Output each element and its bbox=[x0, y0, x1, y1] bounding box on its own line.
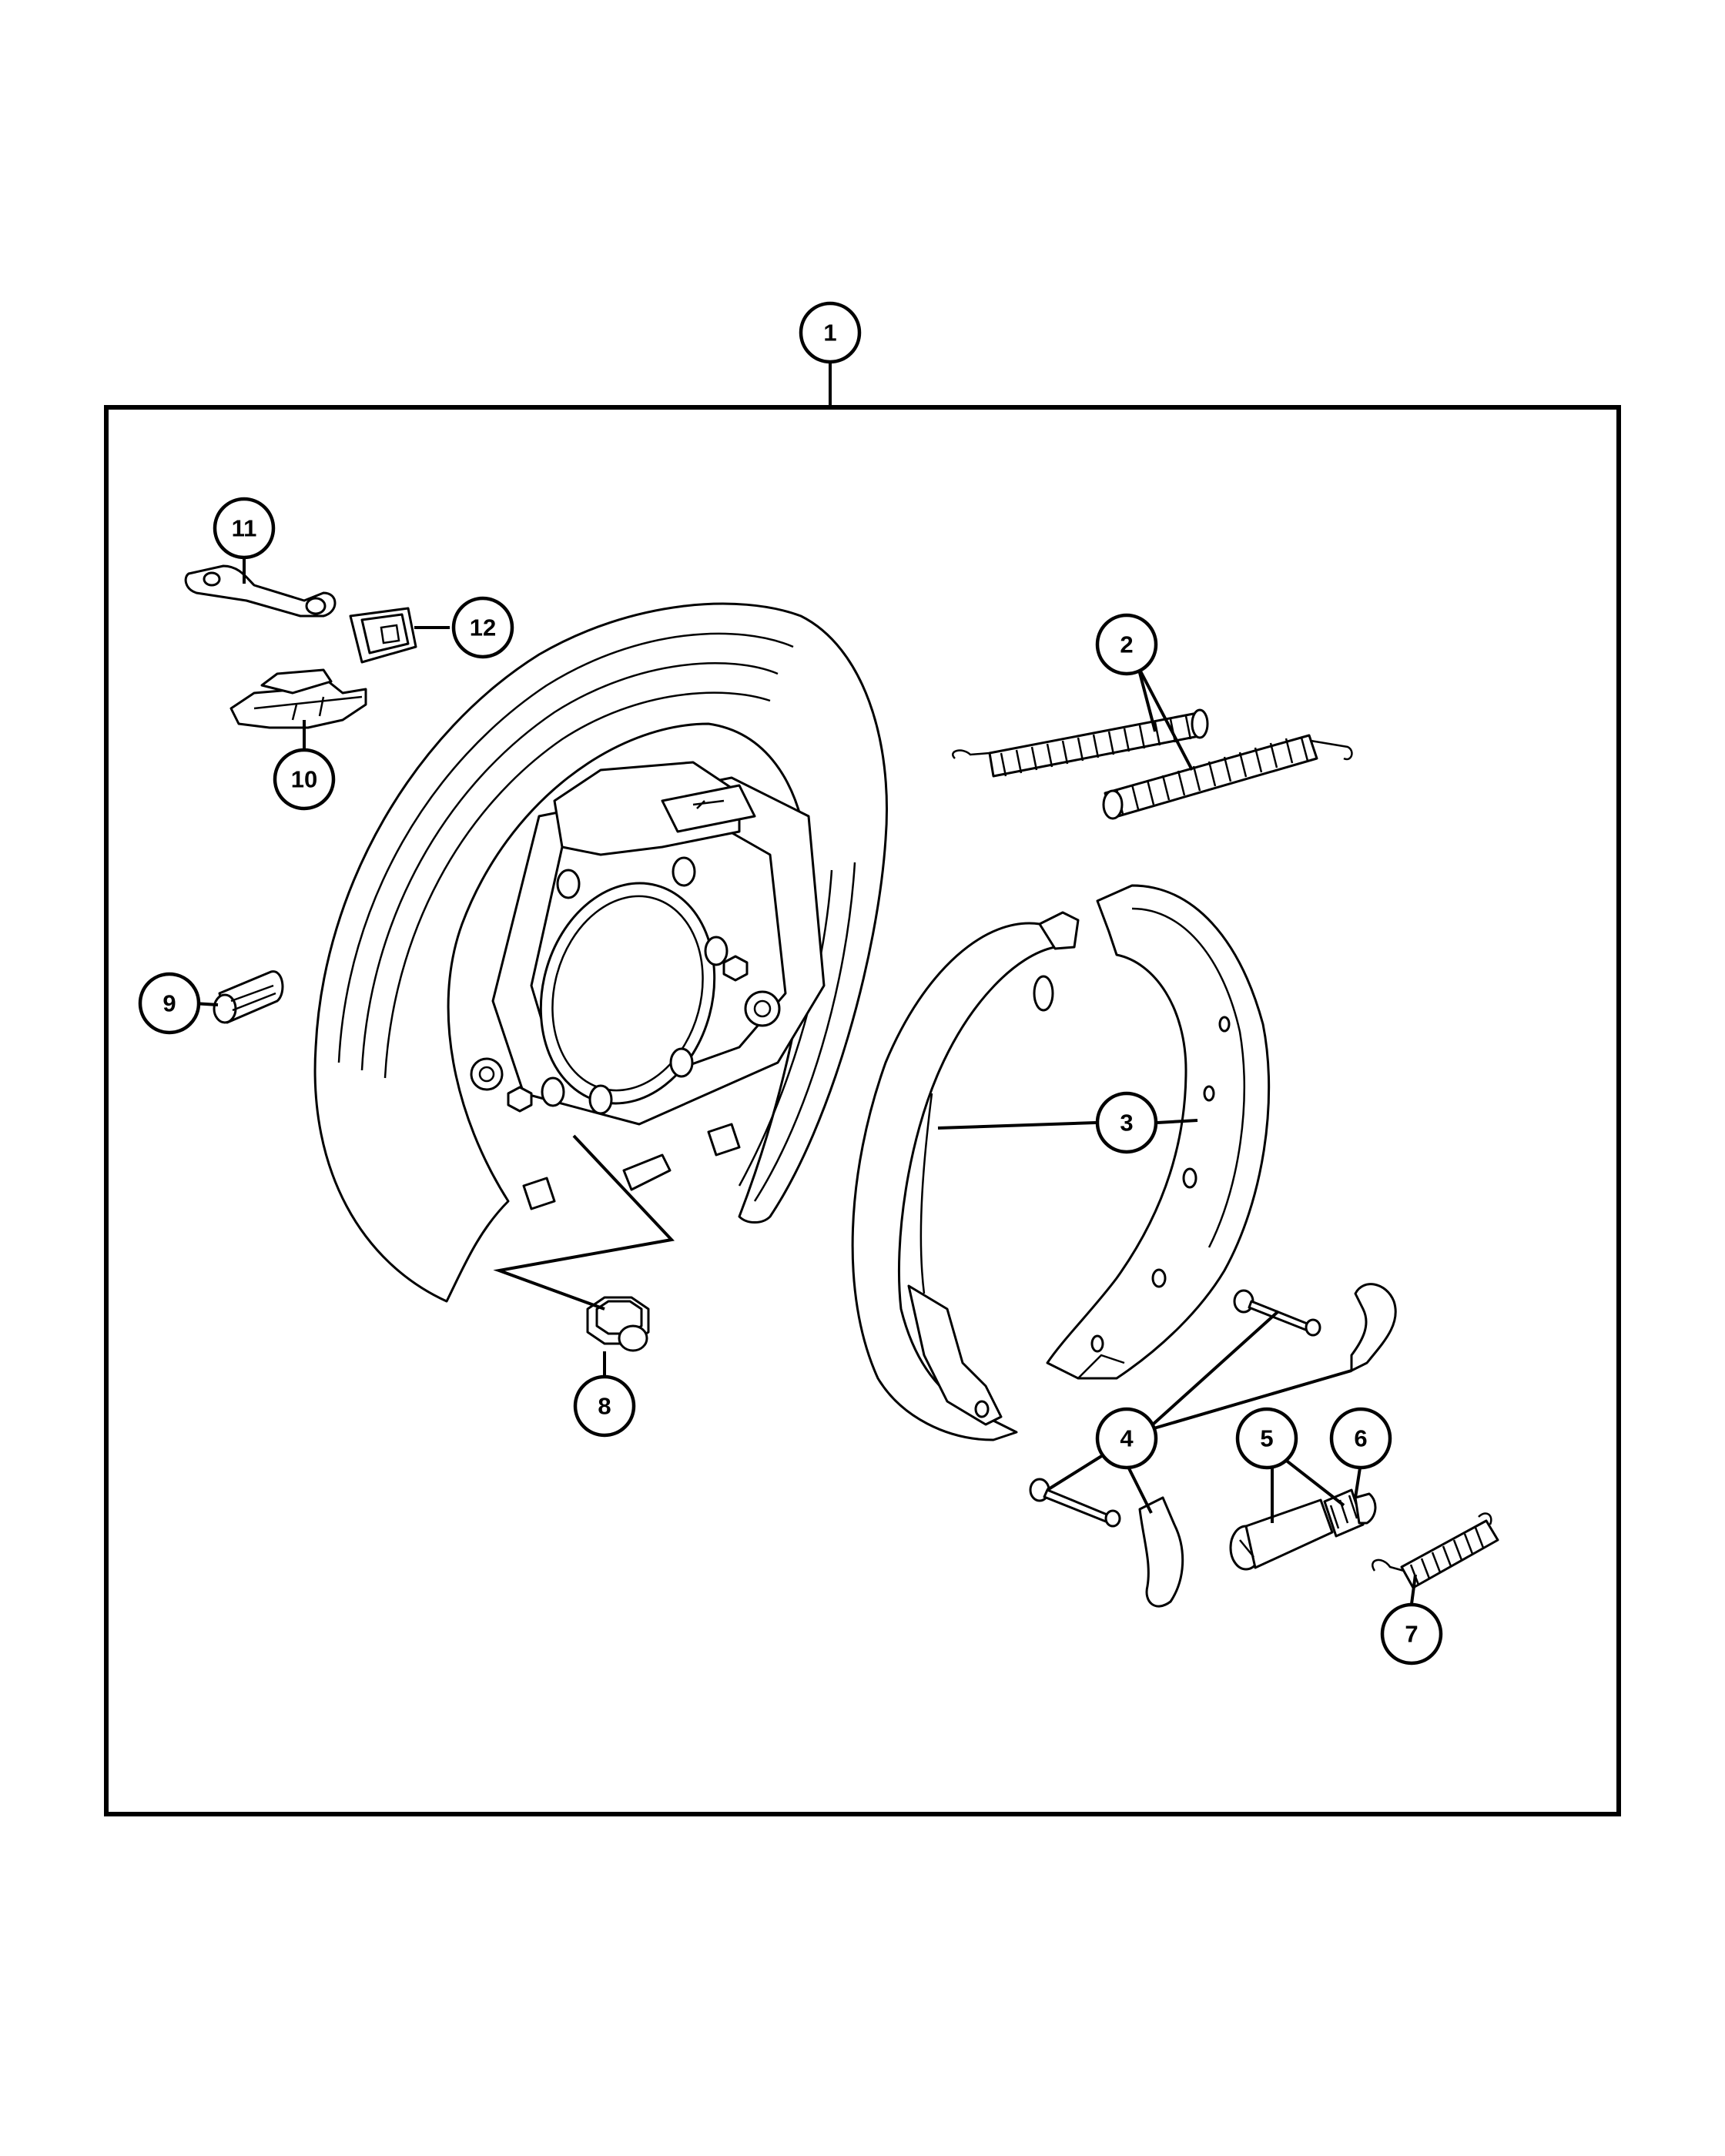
park-brake-strut bbox=[184, 564, 337, 618]
callout-10: 10 bbox=[273, 748, 336, 811]
callout-12: 12 bbox=[451, 596, 514, 659]
brake-shoes bbox=[851, 884, 1271, 1441]
adjuster-spring bbox=[1372, 1512, 1499, 1589]
callout-11-label: 11 bbox=[232, 515, 257, 542]
callout-6: 6 bbox=[1329, 1407, 1392, 1470]
leader-lines bbox=[193, 357, 1417, 1605]
flange-nut bbox=[586, 1296, 650, 1352]
callout-9-label: 9 bbox=[162, 990, 176, 1017]
callout-7: 7 bbox=[1380, 1602, 1443, 1666]
cable-boot bbox=[349, 607, 417, 664]
callout-1: 1 bbox=[799, 301, 862, 364]
callout-4: 4 bbox=[1095, 1407, 1158, 1470]
callout-5-label: 5 bbox=[1260, 1425, 1273, 1452]
access-plug bbox=[213, 970, 284, 1024]
callout-8-label: 8 bbox=[598, 1393, 611, 1420]
callout-12-label: 12 bbox=[470, 614, 496, 641]
callout-10-label: 10 bbox=[291, 766, 317, 793]
callout-7-label: 7 bbox=[1405, 1621, 1418, 1648]
lever-bracket bbox=[229, 668, 367, 729]
callout-9: 9 bbox=[138, 972, 201, 1035]
return-springs bbox=[952, 708, 1353, 820]
callout-3-label: 3 bbox=[1120, 1110, 1133, 1137]
callout-2-label: 2 bbox=[1120, 631, 1133, 658]
kit-frame bbox=[104, 405, 1621, 1816]
callout-5: 5 bbox=[1235, 1407, 1298, 1470]
callout-6-label: 6 bbox=[1354, 1425, 1367, 1452]
callout-4-label: 4 bbox=[1120, 1425, 1134, 1452]
callout-3: 3 bbox=[1095, 1091, 1158, 1154]
adjuster-assembly bbox=[1229, 1488, 1377, 1571]
callout-8: 8 bbox=[573, 1374, 636, 1438]
callout-2: 2 bbox=[1095, 613, 1158, 676]
backing-plate bbox=[313, 602, 889, 1303]
callout-11: 11 bbox=[213, 497, 276, 560]
callout-1-label: 1 bbox=[823, 320, 836, 346]
